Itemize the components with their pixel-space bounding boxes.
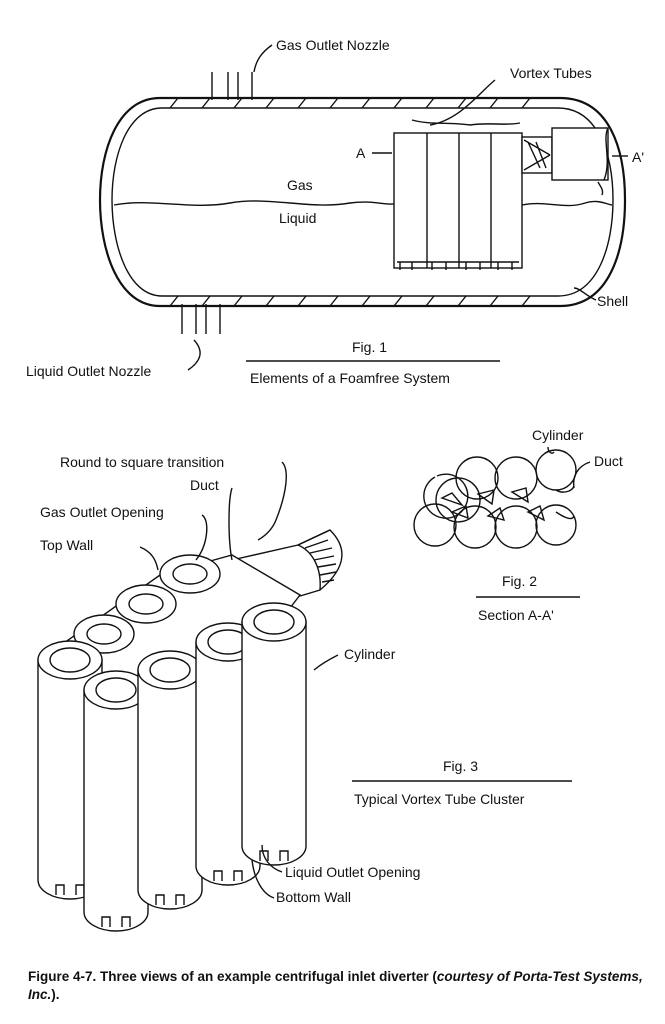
leader-fig3-duct xyxy=(228,487,233,561)
caption-credit: courtesy of Porta-Test Systems, Inc. xyxy=(28,969,643,1002)
leader-vortex-tubes xyxy=(411,79,521,126)
caption-tail: ). xyxy=(51,987,60,1002)
label-shell: Shell xyxy=(597,293,628,309)
cylinder-bottom-slot xyxy=(259,850,269,861)
cylinder-opening xyxy=(95,677,137,703)
label-section-a: A xyxy=(356,145,366,161)
fig3-cylinders xyxy=(37,602,307,932)
cylinder-bottom-slot xyxy=(121,916,131,927)
vortex-tubes-block xyxy=(393,132,523,270)
fig2-title: Section A-A' xyxy=(478,607,554,623)
cylinder-body xyxy=(83,689,149,932)
fig1-vessel: Gas Outlet Nozzle Vortex Tubes A A' Gas … xyxy=(26,37,644,386)
cylinder-body xyxy=(137,669,203,910)
leader-gas-outlet xyxy=(253,44,273,73)
fig3-label: Fig. 3 xyxy=(443,758,478,774)
vessel-shell-outer xyxy=(98,96,627,308)
label-section-a-prime: A' xyxy=(632,149,644,165)
label-top-wall: Top Wall xyxy=(40,537,93,553)
fig3-top-openings xyxy=(73,554,221,654)
inlet-transition xyxy=(521,136,553,174)
liquid-level-line xyxy=(113,200,395,206)
leader-liquid-outlet-opening xyxy=(261,844,283,873)
label-gas-outlet-nozzle: Gas Outlet Nozzle xyxy=(276,37,390,53)
cylinder-top xyxy=(241,602,307,642)
leader-round-to-square xyxy=(257,461,287,541)
label-vortex-tubes: Vortex Tubes xyxy=(510,65,592,81)
cylinder-body xyxy=(241,621,307,866)
label-bottom-wall: Bottom Wall xyxy=(276,889,351,905)
section-cylinders xyxy=(413,449,577,549)
label-gas: Gas xyxy=(287,177,313,193)
leader-bottom-wall xyxy=(251,859,275,899)
leader-shell xyxy=(573,287,597,301)
shell-hatching xyxy=(169,97,531,307)
fig2-label: Fig. 2 xyxy=(502,573,537,589)
label-gas-outlet-opening: Gas Outlet Opening xyxy=(40,504,164,520)
inlet-duct xyxy=(551,127,609,196)
liquid-level-line-right xyxy=(521,200,613,207)
liquid-outlet-nozzle xyxy=(181,304,221,334)
cylinder-bottom-slot xyxy=(55,884,65,895)
section-duct-vanes xyxy=(440,485,575,522)
leader-fig2-cylinder xyxy=(547,446,555,454)
fig1-label: Fig. 1 xyxy=(352,339,387,355)
leader-gas-outlet-opening xyxy=(195,514,208,561)
label-round-to-square: Round to square transition xyxy=(60,454,224,470)
gas-outlet-nozzle xyxy=(211,72,253,100)
label-fig2-cylinder: Cylinder xyxy=(532,427,584,443)
cylinder-bottom-slot xyxy=(213,870,223,881)
leader-fig2-duct xyxy=(572,461,591,489)
label-liquid-outlet-nozzle: Liquid Outlet Nozzle xyxy=(26,363,152,379)
leader-liquid-outlet xyxy=(187,339,201,371)
label-fig3-duct: Duct xyxy=(190,477,219,493)
cylinder-opening xyxy=(149,657,191,683)
figure-caption: Figure 4-7. Three views of an example ce… xyxy=(28,968,648,1004)
cylinder-top xyxy=(137,650,203,690)
fig2-section: Cylinder Duct Fig. 2 Section A-A' xyxy=(413,427,623,623)
label-fig3-cylinder: Cylinder xyxy=(344,646,396,662)
fig3-title: Typical Vortex Tube Cluster xyxy=(354,791,525,807)
cylinder-bottom-slot xyxy=(101,916,111,927)
leader-fig3-cylinder xyxy=(313,654,339,671)
cylinder-opening xyxy=(253,609,295,635)
cylinder-bottom-slot xyxy=(279,850,289,861)
cylinder-bottom-slot xyxy=(175,894,185,905)
label-liquid-outlet-opening: Liquid Outlet Opening xyxy=(285,864,420,880)
caption-lead: Figure 4-7. Three views of an example ce… xyxy=(28,969,437,984)
cylinder-bottom-slot xyxy=(233,870,243,881)
fig3-cluster: Round to square transition Duct Gas Outl… xyxy=(37,454,572,932)
cylinder-bottom-slot xyxy=(155,894,165,905)
label-liquid: Liquid xyxy=(279,210,316,226)
leader-top-wall xyxy=(139,546,159,571)
label-fig2-duct: Duct xyxy=(594,453,623,469)
fig1-title: Elements of a Foamfree System xyxy=(250,370,450,386)
cylinder-top xyxy=(37,640,103,680)
cylinder-opening xyxy=(49,647,91,673)
